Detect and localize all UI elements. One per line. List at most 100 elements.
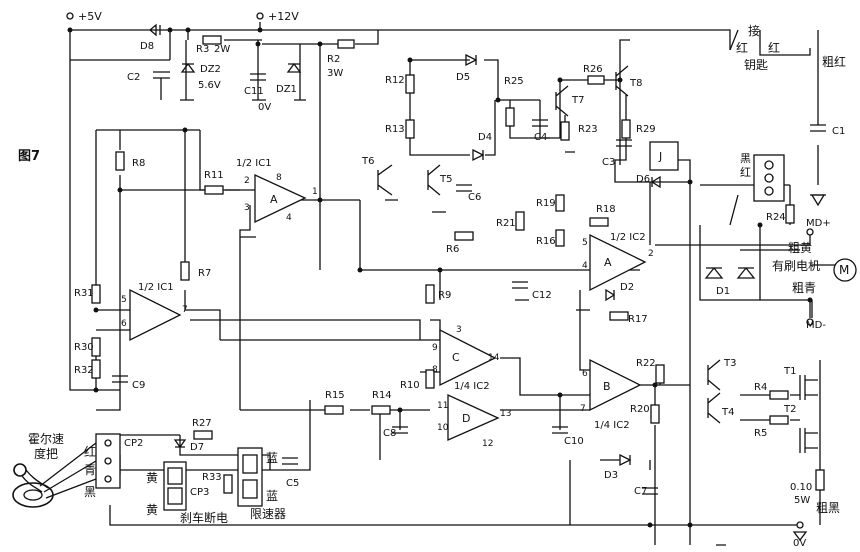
label-r12: R12	[385, 75, 405, 86]
rail-12v-label: +12V	[268, 10, 299, 23]
pin-label: 10	[437, 423, 449, 433]
label-c5: C5	[286, 478, 299, 489]
label-r15: R15	[325, 390, 345, 401]
label-t2: T2	[783, 404, 796, 415]
pin-label: 14	[488, 353, 500, 363]
label-r32: R32	[74, 365, 94, 376]
label-hall-black: 黑	[84, 485, 96, 499]
label-c6: C6	[468, 192, 481, 203]
label-t1: T1	[783, 366, 796, 377]
label-d5: D5	[456, 72, 470, 83]
label-d1: D1	[716, 286, 730, 297]
label-blue1: 蓝	[266, 451, 278, 465]
label-t3: T3	[723, 358, 736, 369]
resistors	[91, 35, 825, 494]
label-d2: D2	[620, 282, 634, 293]
opamps	[129, 173, 647, 441]
label-r19: R19	[536, 198, 556, 209]
label-md-minus: MD-	[806, 320, 826, 331]
label-blue2: 蓝	[266, 489, 278, 503]
label-r6: R6	[446, 244, 459, 255]
label-r3: R3	[196, 44, 209, 55]
pin-label: 5	[121, 295, 127, 305]
label-r29: R29	[636, 124, 656, 135]
label-motor-text: 有刷电机	[772, 259, 820, 273]
label-yellow1: 黄	[146, 471, 158, 485]
label-thick-red: 粗红	[822, 54, 846, 69]
label-r13: R13	[385, 124, 405, 135]
label-hall-red: 红	[84, 444, 96, 459]
pin-label: 13	[500, 409, 511, 419]
label-hall-line1: 霍尔速	[28, 431, 64, 446]
label-c10: C10	[564, 436, 584, 447]
label-key-top: 接	[748, 23, 760, 38]
label-r27: R27	[192, 418, 212, 429]
label-opamp-a1: A	[270, 193, 278, 206]
label-r25: R25	[504, 76, 524, 87]
figure-label: 图7	[18, 149, 40, 164]
label-r24: R24	[766, 212, 786, 223]
label-c12: C12	[532, 290, 552, 301]
label-t4: T4	[721, 407, 734, 418]
label-opamp-d: D	[462, 412, 470, 425]
pin-label: 2	[244, 176, 250, 186]
label-red-mid: 红	[740, 166, 751, 179]
pin-label: 3	[244, 203, 250, 213]
label-ic1a: 1/2 IC1	[236, 158, 272, 169]
label-key-switch: 钥匙	[744, 58, 768, 72]
label-thick-yellow: 粗黄	[788, 241, 812, 255]
pin-label: 2	[648, 249, 654, 259]
label-0v-b: 0V	[793, 538, 806, 549]
label-r9: R9	[438, 290, 451, 301]
label-dz1: DZ1	[276, 84, 297, 95]
label-ic2a: 1/2 IC2	[610, 232, 646, 243]
label-ic1b: 1/2 IC1	[138, 282, 174, 293]
label-cp3: CP3	[190, 487, 209, 498]
label-c9: C9	[132, 380, 145, 391]
label-d6: D6	[636, 174, 650, 185]
label-r21: R21	[496, 218, 516, 229]
label-r30: R30	[74, 342, 94, 353]
label-t7: T7	[571, 95, 584, 106]
label-r8: R8	[132, 158, 145, 169]
label-r14: R14	[372, 390, 392, 401]
label-d7: D7	[190, 442, 204, 453]
label-r22: R22	[636, 358, 656, 369]
pin-label: 11	[437, 401, 448, 411]
label-shunt: 0.10	[790, 482, 812, 493]
pin-label: 7	[580, 404, 586, 414]
label-opamp-c: C	[452, 351, 460, 364]
text-labels: 图7 +5V +12V 0V 0V D8 R3 2W C2 DZ2 5.6V C…	[18, 10, 849, 549]
pin-label: 4	[582, 261, 588, 271]
motor-icon: M	[839, 263, 849, 277]
label-r11: R11	[204, 170, 224, 181]
label-c2: C2	[127, 72, 140, 83]
label-thick-black: 粗黑	[816, 501, 840, 515]
label-r7: R7	[198, 268, 211, 279]
connectors	[95, 433, 263, 511]
hall-throttle-icon	[12, 442, 97, 508]
label-r33: R33	[202, 472, 222, 483]
label-r31: R31	[74, 288, 94, 299]
label-md-plus: MD+	[806, 218, 831, 229]
rail-5v-label: +5V	[78, 10, 102, 23]
label-dz2: DZ2	[200, 64, 221, 75]
transistors	[377, 65, 818, 453]
label-dz2-val: 5.6V	[198, 80, 221, 91]
label-r16: R16	[536, 236, 556, 247]
label-c7: C7	[634, 486, 647, 497]
label-0v-a: 0V	[258, 102, 271, 113]
relay-and-switches	[649, 29, 857, 282]
label-c11: C11	[244, 86, 264, 97]
label-r2-val: 3W	[327, 68, 343, 79]
pin-label: 3	[456, 325, 462, 335]
pin-label: 5	[582, 238, 588, 248]
label-opamp-a2: A	[604, 256, 612, 269]
label-black-mid: 黑	[740, 152, 751, 165]
label-t8: T8	[629, 78, 642, 89]
diodes	[148, 23, 756, 467]
label-r23: R23	[578, 124, 598, 135]
label-thick-green: 粗青	[792, 281, 816, 295]
label-yellow2: 黄	[146, 503, 158, 517]
